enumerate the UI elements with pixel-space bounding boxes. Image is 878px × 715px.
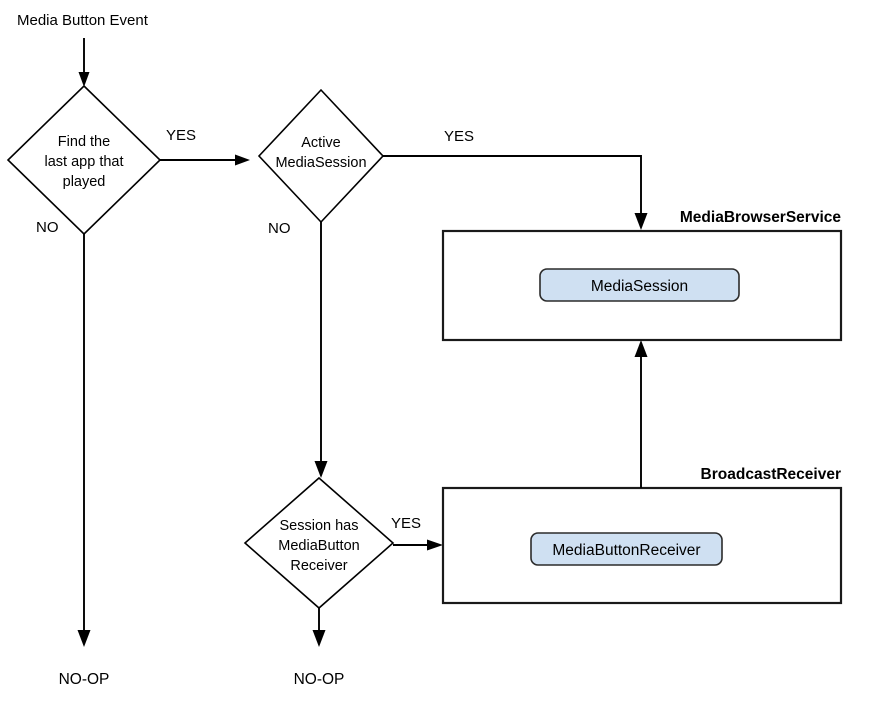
connector-active-mediasession-yes bbox=[383, 155, 648, 230]
connector-broadcastreceiver-to-mediabrowserservice bbox=[634, 340, 648, 488]
edge-label-find-last-app-no: NO bbox=[36, 219, 59, 236]
node-mediasession[interactable] bbox=[539, 268, 740, 302]
container-title-mediabrowserservice: MediaBrowserService bbox=[680, 209, 841, 226]
edge-label-active-mediasession-yes: YES bbox=[444, 128, 474, 145]
connector-session-no bbox=[312, 608, 326, 647]
decision-find-last-app-line-1: Find the bbox=[58, 134, 110, 150]
edge-label-find-last-app-yes: YES bbox=[166, 127, 196, 144]
terminal-noop-left: NO-OP bbox=[59, 671, 110, 688]
start-label: Media Button Event bbox=[17, 12, 149, 29]
container-title-broadcastreceiver: BroadcastReceiver bbox=[701, 466, 841, 483]
decision-active-mediasession-line-1: Active bbox=[301, 135, 341, 151]
decision-active-mediasession-line-2: MediaSession bbox=[275, 155, 366, 171]
decision-find-last-app-line-3: played bbox=[63, 174, 106, 190]
node-mediabuttonreceiver[interactable] bbox=[530, 532, 723, 566]
decision-session-line-1: Session has bbox=[280, 518, 359, 534]
decision-find-last-app-line-2: last app that bbox=[45, 154, 124, 170]
connector-session-yes bbox=[393, 539, 443, 551]
node-mediasession-label: MediaSession bbox=[591, 278, 688, 295]
connector-find-last-app-yes bbox=[160, 154, 250, 166]
node-mediabuttonreceiver-label: MediaButtonReceiver bbox=[552, 542, 700, 559]
connector-find-last-app-no bbox=[77, 234, 91, 647]
edge-label-active-mediasession-no: NO bbox=[268, 220, 291, 237]
connector-start-to-find-last-app bbox=[78, 38, 90, 87]
edge-label-session-yes: YES bbox=[391, 515, 421, 532]
decision-session-line-2: MediaButton bbox=[278, 538, 359, 554]
terminal-noop-middle: NO-OP bbox=[294, 671, 345, 688]
decision-session-line-3: Receiver bbox=[290, 558, 347, 574]
connector-active-mediasession-no bbox=[314, 222, 328, 478]
